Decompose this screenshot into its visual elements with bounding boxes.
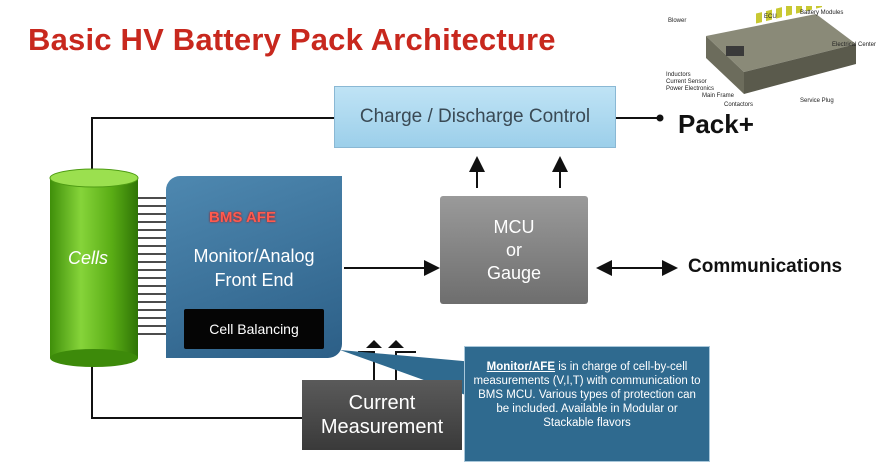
cell-balancing-label: Cell Balancing: [209, 321, 299, 337]
photo-label-battery-modules: Battery Modules: [800, 10, 844, 16]
arrow-current-to-afe-right: [395, 351, 416, 380]
mcu-line-1: MCU: [493, 216, 535, 237]
diagram-title: Basic HV Battery Pack Architecture: [28, 22, 556, 57]
pack-plus-label: Pack+: [678, 109, 754, 139]
photo-label-main-frame: Main Frame: [702, 93, 735, 99]
mcu-gauge-box: MCU or Gauge: [440, 196, 588, 304]
mcu-line-2: or: [505, 239, 522, 260]
callout-heading: Monitor/AFE: [486, 361, 556, 373]
wire-cells-to-current: [91, 360, 302, 419]
bms-afe-title: BMS AFE: [209, 209, 276, 226]
wire-cells-to-charge: [91, 117, 334, 178]
pack-terminal-dot: [656, 114, 664, 122]
mcu-line-3: Gauge: [486, 262, 542, 283]
current-line-2: Measurement: [320, 416, 444, 438]
cell-balancing-box: Cell Balancing: [184, 309, 324, 349]
photo-label-inductors: Inductors: [666, 72, 691, 78]
photo-label-ecu: ECU: [764, 14, 777, 20]
cells-label: Cells: [68, 248, 109, 268]
afe-line-1: Monitor/Analog: [193, 246, 315, 266]
photo-label-power-electronics: Power Electronics: [666, 86, 715, 92]
arrow-current-to-afe-left: [358, 351, 375, 380]
photo-label-blower: Blower: [668, 18, 687, 24]
charge-discharge-control-label: Charge / Discharge Control: [359, 106, 591, 127]
current-line-1: Current: [348, 392, 416, 414]
battery-pack-illustration: [706, 0, 856, 94]
photo-label-contactors: Contactors: [724, 102, 754, 108]
callout-text: is in charge of cell-by-cell measurement…: [473, 361, 701, 429]
cells-cylinder: [49, 168, 139, 367]
photo-label-electrical-center: Electrical Center: [832, 42, 877, 48]
photo-label-current-sensor: Current Sensor: [666, 79, 707, 85]
battery-pack-photo: Blower ECU Battery Modules Electrical Ce…: [666, 0, 876, 110]
charge-discharge-control-box: Charge / Discharge Control: [334, 86, 616, 148]
arrowhead-current-left: [366, 340, 382, 348]
afe-line-2: Front End: [214, 270, 294, 290]
arrowhead-current-right: [388, 340, 404, 348]
photo-label-service-plug: Service Plug: [800, 98, 834, 104]
current-measurement-box: Current Measurement: [302, 380, 462, 450]
communications-label: Communications: [688, 256, 843, 277]
afe-callout: Monitor/AFE is in charge of cell-by-cell…: [464, 346, 710, 462]
cell-sense-lines: [138, 197, 170, 335]
afe-description: Monitor/Analog Front End: [166, 244, 342, 292]
